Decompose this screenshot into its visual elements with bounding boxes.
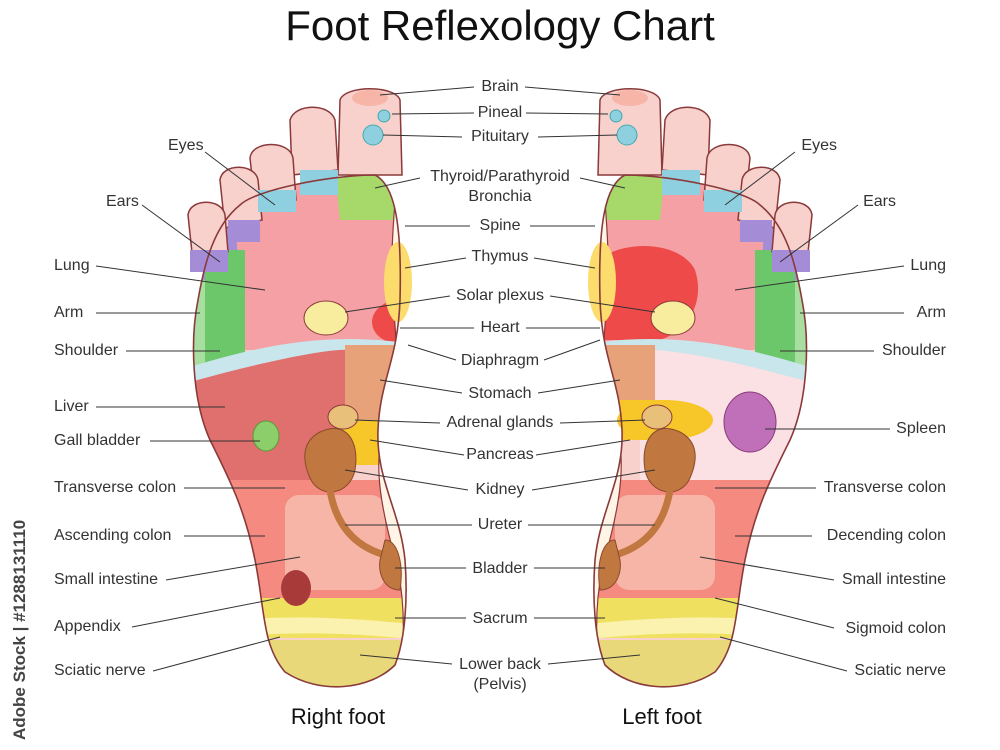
label-stomach: Stomach bbox=[468, 385, 532, 402]
label-sacrum: Sacrum bbox=[472, 610, 528, 627]
label-small-intestine-right-foot: Small intestine bbox=[54, 571, 159, 588]
label-ears-right-foot: Ears bbox=[106, 193, 139, 210]
label-transverse-colon-left-foot: Transverse colon bbox=[823, 479, 946, 496]
label-sciatic-nerve-left-foot: Sciatic nerve bbox=[854, 662, 946, 679]
watermark-text: Adobe Stock | #1288131110 bbox=[10, 519, 29, 740]
label-spine: Spine bbox=[479, 217, 521, 234]
right-foot-drawing bbox=[187, 88, 412, 688]
label-pelvis: (Pelvis) bbox=[473, 676, 527, 693]
label-bladder: Bladder bbox=[472, 560, 528, 577]
label-shoulder-left-foot: Shoulder bbox=[881, 342, 946, 359]
label-eyes-left-foot: Eyes bbox=[801, 137, 837, 154]
label-diaphragm: Diaphragm bbox=[460, 352, 540, 369]
label-brain: Brain bbox=[481, 78, 519, 95]
left-foot-drawing bbox=[588, 88, 813, 688]
label-eyes-right-foot: Eyes bbox=[168, 137, 204, 154]
label-solar-plexus: Solar plexus bbox=[455, 287, 545, 304]
label-shoulder-right-foot: Shoulder bbox=[54, 342, 119, 359]
label-ureter: Ureter bbox=[477, 516, 523, 533]
label-sigmoid-colon: Sigmoid colon bbox=[845, 620, 947, 637]
label-appendix: Appendix bbox=[54, 618, 121, 635]
label-ears-left-foot: Ears bbox=[863, 193, 896, 210]
label-lower-back: Lower back bbox=[459, 656, 541, 673]
label-sciatic-nerve-right-foot: Sciatic nerve bbox=[54, 662, 146, 679]
label-lung-left-foot: Lung bbox=[910, 257, 946, 274]
label-pituitary: Pituitary bbox=[471, 128, 529, 145]
label-heart: Heart bbox=[480, 319, 520, 336]
label-pancreas: Pancreas bbox=[466, 446, 534, 463]
chart-title: Foot Reflexology Chart bbox=[285, 2, 715, 49]
label-small-intestine-left-foot: Small intestine bbox=[841, 571, 946, 588]
leader-lines bbox=[95, 86, 905, 672]
label-spleen: Spleen bbox=[896, 420, 946, 437]
label-pineal: Pineal bbox=[477, 104, 523, 121]
label-arm-right-foot: Arm bbox=[54, 304, 84, 321]
label-lung-right-foot: Lung bbox=[54, 257, 90, 274]
label-thyroid: Thyroid/Parathyroid bbox=[430, 168, 570, 185]
label-thymus: Thymus bbox=[471, 248, 529, 265]
label-arm-left-foot: Arm bbox=[916, 304, 946, 321]
label-gall-bladder: Gall bladder bbox=[54, 432, 141, 449]
label-kidney: Kidney bbox=[475, 481, 525, 498]
label-adrenal-glands: Adrenal glands bbox=[446, 414, 554, 431]
right-foot-title: Right foot bbox=[290, 704, 386, 729]
label-ascending-colon: Ascending colon bbox=[54, 527, 172, 544]
label-transverse-colon-right-foot: Transverse colon bbox=[54, 479, 177, 496]
label-bronchia: Bronchia bbox=[468, 188, 532, 205]
label-descending-colon: Decending colon bbox=[826, 527, 946, 544]
left-foot-title: Left foot bbox=[622, 704, 702, 729]
stock-watermark: Adobe Stock | #1288131110 bbox=[8, 515, 30, 740]
label-liver: Liver bbox=[54, 398, 89, 415]
